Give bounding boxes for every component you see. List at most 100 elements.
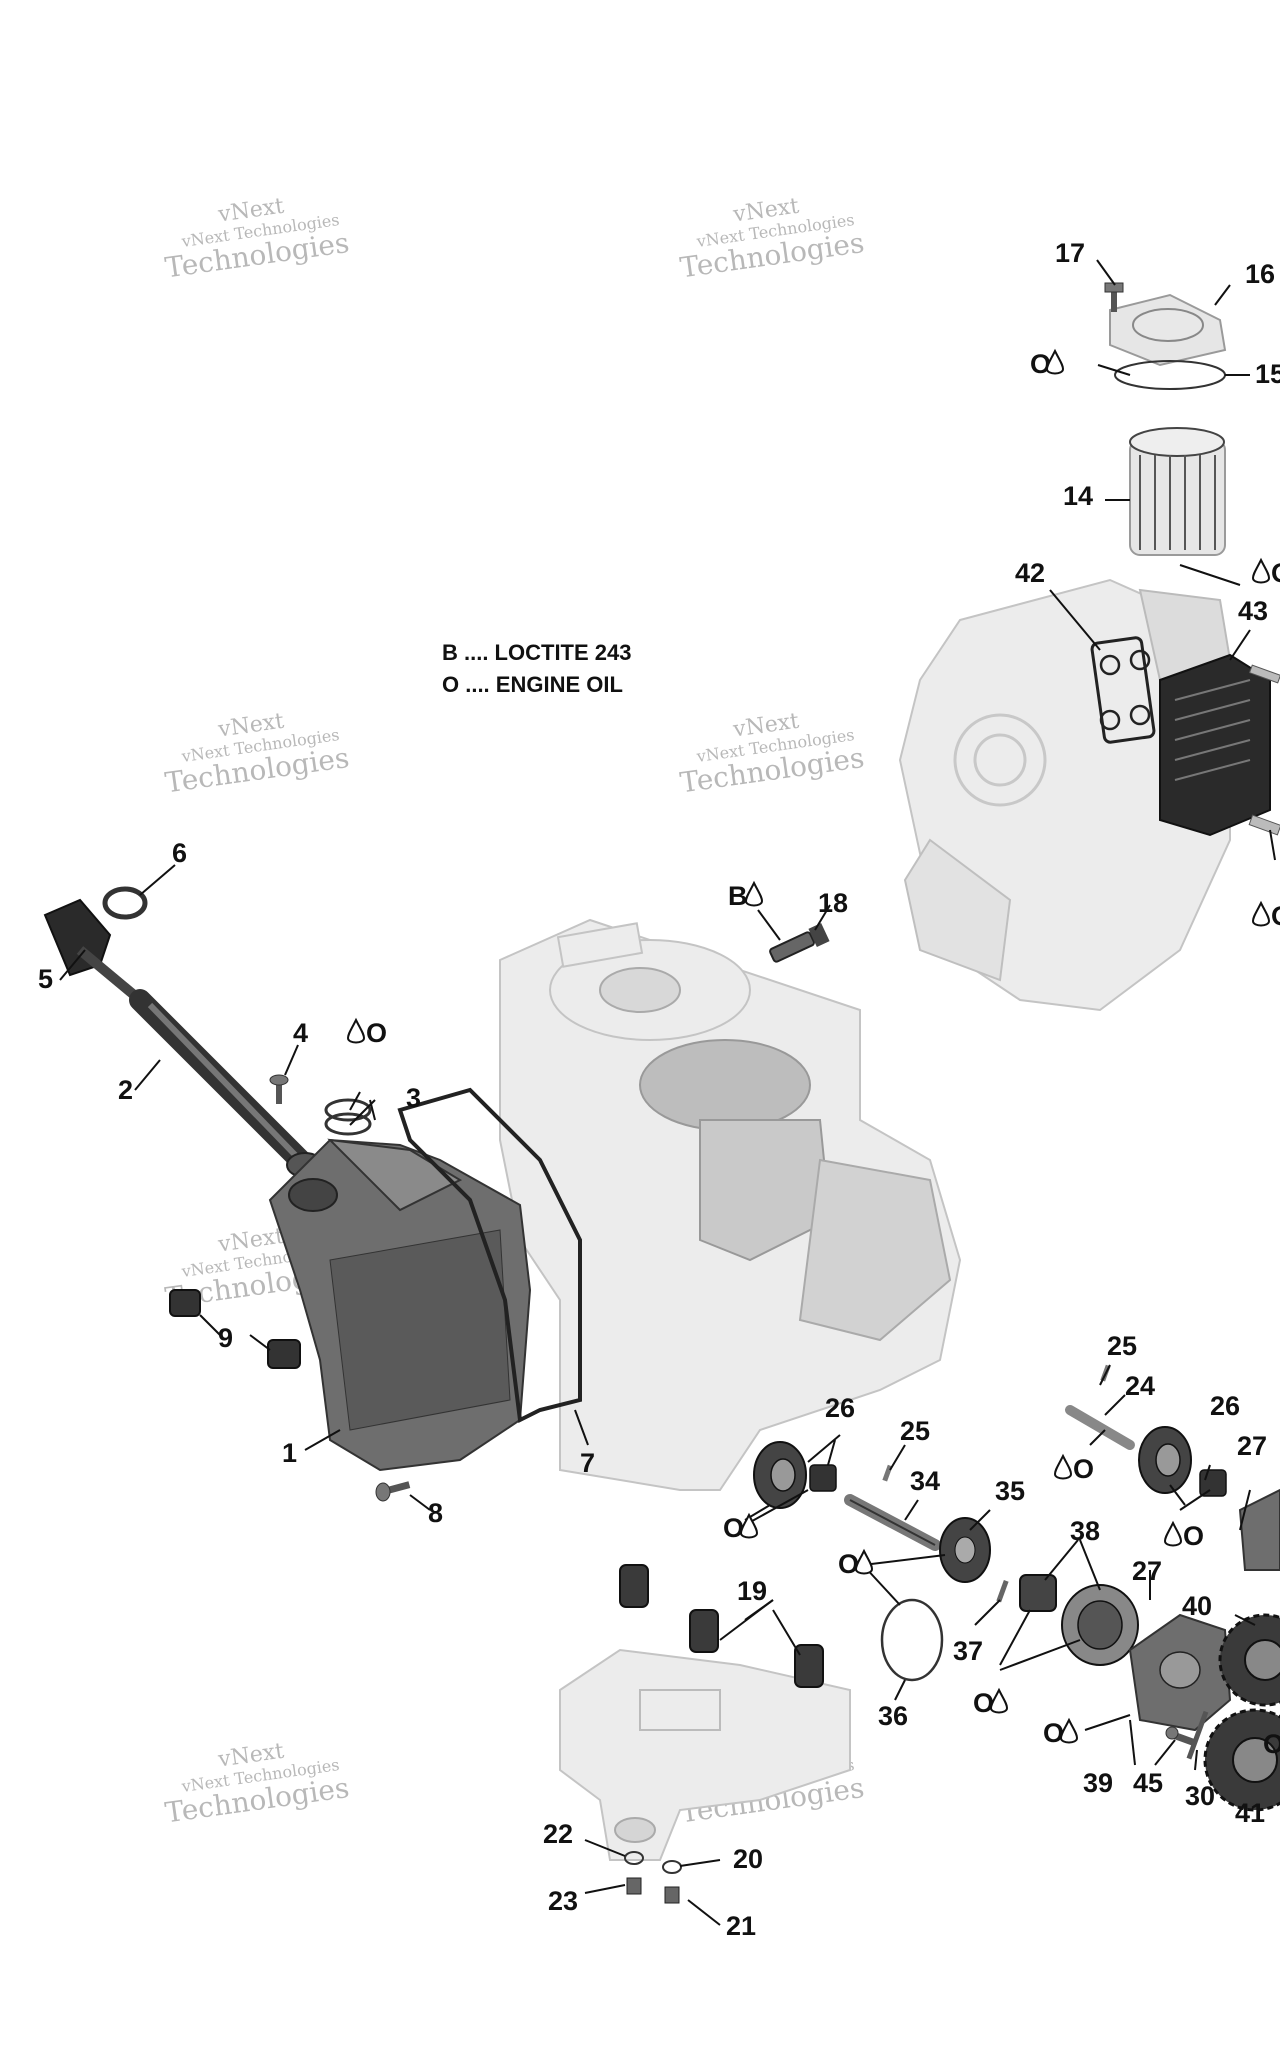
callout-39: 39	[1083, 1768, 1113, 1798]
callout-26-right: 26	[1210, 1391, 1240, 1421]
pump-gear-27	[1238, 1488, 1280, 1571]
legend: B .... LOCTITE 243 O .... ENGINE OIL	[442, 640, 631, 697]
callout-16: 16	[1245, 259, 1275, 289]
watermark: vNext vNext Technologies Technologies	[163, 194, 351, 285]
pins-43	[1248, 664, 1280, 836]
filter-o-ring	[1114, 360, 1226, 390]
callout-20: 20	[733, 1844, 763, 1874]
svg-text:O: O	[973, 1688, 994, 1718]
oil-symbol: O	[1030, 348, 1065, 379]
dipstick	[43, 898, 144, 1004]
callout-30: 30	[1185, 1781, 1215, 1811]
callout-22: 22	[543, 1819, 573, 1849]
callout-4: 4	[293, 1018, 308, 1048]
dipstick-o-ring	[102, 886, 148, 920]
callout-43: 43	[1238, 596, 1268, 626]
svg-text:O: O	[1271, 558, 1280, 588]
svg-text:O: O	[1263, 1729, 1280, 1759]
svg-text:O: O	[1030, 349, 1051, 379]
callout-36: 36	[878, 1701, 908, 1731]
callout-27-mid: 27	[1132, 1556, 1162, 1586]
heat-exchanger	[1159, 653, 1271, 837]
svg-text:O: O	[838, 1549, 859, 1579]
oil-symbol: O	[1251, 900, 1280, 931]
callout-14: 14	[1063, 481, 1093, 511]
watermark: vNext vNext Technologies Technologies	[163, 1739, 351, 1830]
svg-text:O: O	[366, 1018, 387, 1048]
callout-27-top: 27	[1237, 1431, 1267, 1461]
oil-symbol: O	[838, 1548, 874, 1579]
oil-symbol: O	[1163, 1520, 1204, 1551]
callout-37: 37	[953, 1636, 983, 1666]
screw-8	[375, 1481, 411, 1502]
oil-symbol: O	[1043, 1717, 1079, 1748]
drain-plug-23	[626, 1877, 642, 1895]
gasket-42	[1090, 636, 1156, 744]
oil-symbol: O	[1251, 557, 1280, 588]
washer-20	[662, 1860, 682, 1874]
gear-40	[1218, 1613, 1280, 1707]
legend-loctite: B .... LOCTITE 243	[442, 640, 631, 665]
watermark: vNext vNext Technologies Technologies	[678, 709, 866, 800]
callout-5: 5	[38, 964, 53, 994]
pump-shaft-24	[1065, 1405, 1135, 1450]
drain-plug-21	[664, 1886, 680, 1904]
callout-24: 24	[1125, 1371, 1155, 1401]
callout-6: 6	[172, 838, 187, 868]
callout-9: 9	[218, 1323, 233, 1353]
pump-shaft-34	[844, 1494, 941, 1551]
screw-18	[769, 922, 830, 963]
callout-34: 34	[910, 1466, 940, 1496]
pin-37	[996, 1579, 1009, 1603]
oil-symbol: O	[723, 1512, 759, 1543]
callout-8: 8	[428, 1498, 443, 1528]
svg-text:B: B	[728, 881, 748, 911]
screw-45	[1165, 1726, 1197, 1747]
callout-labels: 17 16 15 14 42 43 18 6 5 2 4 3 9 1 7 8 2…	[38, 238, 1280, 1941]
watermark: vNext vNext Technologies Technologies	[163, 709, 351, 800]
callout-21: 21	[726, 1911, 756, 1941]
svg-text:O: O	[1183, 1521, 1204, 1551]
washer-22	[624, 1851, 644, 1865]
callout-7: 7	[580, 1448, 595, 1478]
callout-17: 17	[1055, 238, 1085, 268]
leader-lines	[59, 259, 1276, 1926]
oil-symbol: O	[1263, 1729, 1280, 1759]
callout-35: 35	[995, 1476, 1025, 1506]
callout-40: 40	[1182, 1591, 1212, 1621]
lubricant-symbols: O O O B O O O O	[346, 348, 1280, 1759]
legend-engine-oil: O .... ENGINE OIL	[442, 672, 623, 697]
pump-rotor-right	[1138, 1426, 1227, 1497]
callout-15: 15	[1255, 359, 1280, 389]
callout-1: 1	[282, 1438, 297, 1468]
strainer-housing	[559, 1648, 851, 1861]
filter-cover	[1109, 293, 1227, 390]
oil-symbol: O	[1053, 1453, 1094, 1484]
pin-30	[1186, 1710, 1209, 1760]
callout-25-right: 25	[1107, 1331, 1137, 1361]
svg-text:O: O	[1043, 1718, 1064, 1748]
pump-rotor-left	[753, 1441, 837, 1509]
strainers-19	[619, 1564, 824, 1688]
callout-45: 45	[1133, 1768, 1163, 1798]
gear-41	[1203, 1708, 1280, 1812]
svg-text:O: O	[1271, 901, 1280, 931]
watermark: vNext vNext Technologies Technologies	[678, 194, 866, 285]
callout-38: 38	[1070, 1516, 1100, 1546]
callout-41: 41	[1235, 1798, 1265, 1828]
tank-gasket	[397, 1087, 582, 1424]
pump-impeller-35	[939, 1517, 991, 1583]
plugs-9	[169, 1289, 301, 1369]
callout-23: 23	[548, 1886, 578, 1916]
callout-19: 19	[737, 1576, 767, 1606]
loctite-symbol: B	[728, 880, 764, 911]
oil-tank	[268, 1138, 532, 1472]
oil-filter	[1129, 427, 1226, 556]
screw-4	[269, 1074, 289, 1104]
svg-text:O: O	[1073, 1454, 1094, 1484]
callout-42: 42	[1015, 558, 1045, 588]
oil-symbol: O	[973, 1687, 1009, 1718]
pump-cover-39	[1128, 1613, 1232, 1732]
o-rings-3	[324, 1098, 372, 1136]
